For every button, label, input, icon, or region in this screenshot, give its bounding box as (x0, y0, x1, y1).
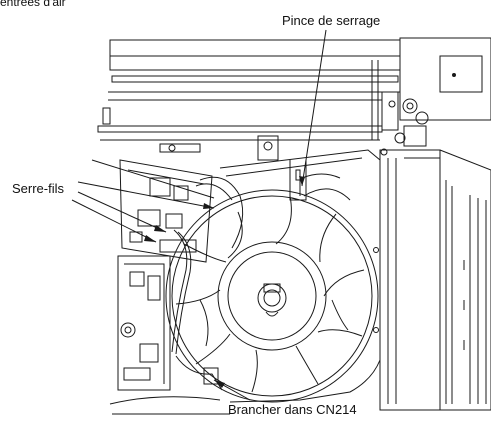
caption-top: entrées d'air (0, 0, 66, 9)
leader-serre-2 (77, 191, 167, 233)
centrifugal-fan-wheel (165, 189, 379, 403)
label-clamp: Pince de serrage (282, 13, 381, 28)
label-connector: Brancher dans CN214 (228, 402, 357, 417)
leader-serre-4 (91, 159, 215, 199)
wiring-harness (171, 173, 341, 391)
callout-arrowheads (144, 176, 305, 388)
right-bracket (371, 37, 491, 147)
side-panels (379, 149, 491, 411)
leader-serre-1 (77, 181, 215, 209)
control-board (109, 159, 230, 415)
callout-leaders (71, 29, 327, 401)
fan-housing (219, 148, 388, 403)
leader-clamp (301, 29, 327, 187)
leader-serre-3 (71, 199, 157, 243)
top-casing (97, 39, 401, 161)
label-cable-ties: Serre-fils (12, 181, 65, 196)
